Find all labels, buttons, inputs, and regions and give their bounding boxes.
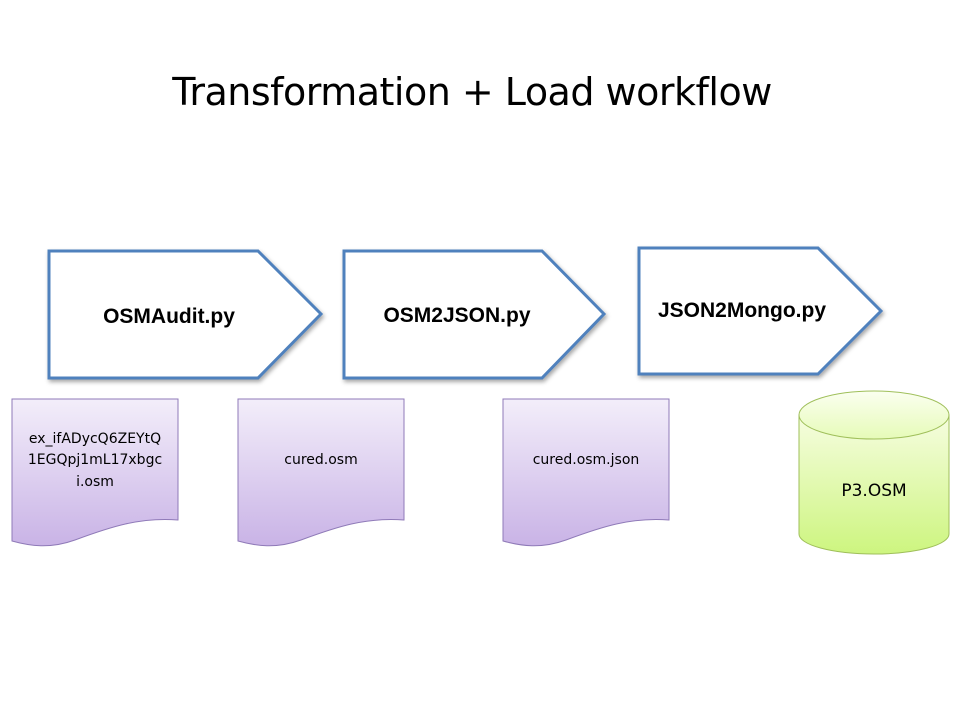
- step-label: JSON2Mongo.py: [658, 299, 826, 322]
- step-json2mongo: JSON2Mongo.py: [637, 246, 884, 376]
- database-p3-osm: P3.OSM: [798, 390, 950, 555]
- document-shape: [237, 398, 405, 547]
- step-shape: [637, 246, 884, 376]
- step-osmaudit: OSMAudit.py: [47, 249, 324, 380]
- database-label: P3.OSM: [841, 481, 906, 501]
- document-label-line: i.osm: [76, 474, 114, 490]
- document-source-osm: ex_ifADycQ6ZEYtQ 1EGQpj1mL17xbgc i.osm: [11, 398, 179, 547]
- database-body: [798, 414, 950, 555]
- step-label: OSMAudit.py: [103, 305, 235, 328]
- step-shape: [342, 249, 607, 380]
- document-shape: [502, 398, 670, 547]
- document-cured-osm: cured.osm: [237, 398, 405, 547]
- step-osm2json: OSM2JSON.py: [342, 249, 607, 380]
- database-top: [798, 390, 950, 440]
- step-shape: [47, 249, 324, 380]
- document-label-line: ex_ifADycQ6ZEYtQ: [29, 431, 161, 447]
- slide-title: Transformation + Load workflow: [172, 70, 772, 114]
- document-cured-osm-json: cured.osm.json: [502, 398, 670, 547]
- document-shape: [11, 398, 179, 547]
- document-label-line: cured.osm: [284, 452, 357, 468]
- document-label-line: cured.osm.json: [533, 452, 640, 468]
- step-label: OSM2JSON.py: [383, 304, 530, 327]
- document-label-line: 1EGQpj1mL17xbgc: [28, 452, 162, 468]
